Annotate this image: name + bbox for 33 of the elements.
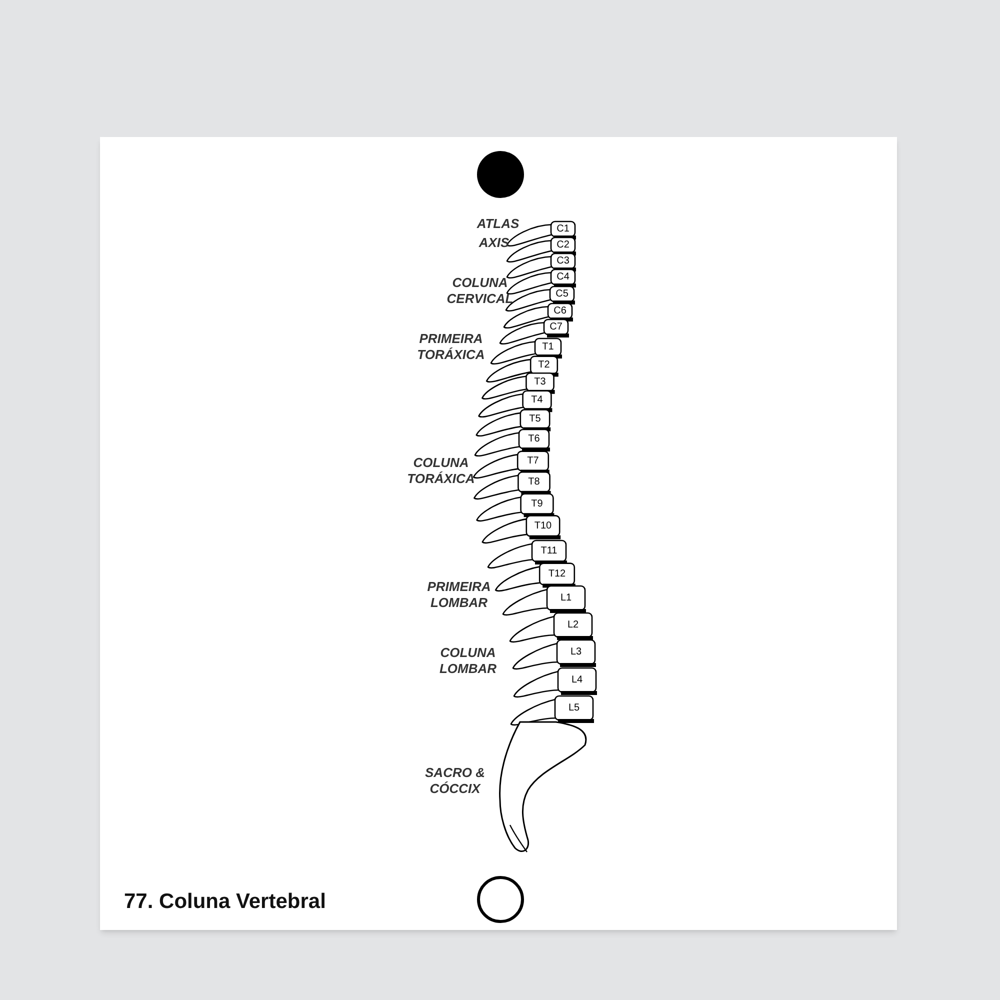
- vertebra-label: C7: [550, 322, 562, 332]
- vertebra-label: T4: [531, 394, 543, 406]
- vertebra-label: L3: [570, 646, 582, 658]
- region-label: AXIS: [478, 235, 510, 251]
- vertebra-label: T10: [534, 520, 552, 532]
- vertebra-label: T11: [540, 546, 558, 556]
- title: 77. Coluna Vertebral: [124, 889, 326, 915]
- vertebra-label: C4: [556, 272, 570, 282]
- region-label: SACRO & CÓCCIX: [424, 765, 486, 797]
- vertebra-label: C5: [556, 288, 568, 300]
- vertebra-label: T8: [528, 476, 540, 488]
- vertebra-label: T6: [528, 434, 540, 444]
- region-label: COLUNA CERVICAL: [446, 275, 514, 307]
- region-label: COLUNA LOMBAR: [438, 645, 498, 677]
- vertebra-label: T3: [534, 376, 546, 388]
- vertebra-label: L1: [560, 592, 572, 604]
- vertebra-label: C3: [556, 256, 570, 266]
- vertebra-label: L5: [568, 702, 580, 714]
- vertebra-label: L2: [567, 620, 579, 630]
- vertebra-label: T9: [531, 498, 543, 510]
- vertebra-label: T1: [542, 342, 554, 352]
- vertebra-label: T7: [527, 456, 539, 466]
- vertebra-label: T2: [538, 360, 550, 370]
- vertebra-label: C1: [556, 224, 570, 234]
- vertebra-label: L4: [571, 674, 583, 686]
- vertebra-label: T5: [529, 414, 541, 424]
- vertebra-label: C2: [556, 240, 570, 250]
- vertebra-label: C6: [554, 306, 566, 316]
- vertebra-label: T12: [548, 568, 566, 580]
- region-label: ATLAS: [476, 216, 520, 232]
- region-label: PRIMEIRA LOMBAR: [426, 579, 492, 611]
- region-label: PRIMEIRA TORÁXICA: [416, 331, 486, 363]
- region-label: COLUNA TORÁXICA: [406, 455, 476, 487]
